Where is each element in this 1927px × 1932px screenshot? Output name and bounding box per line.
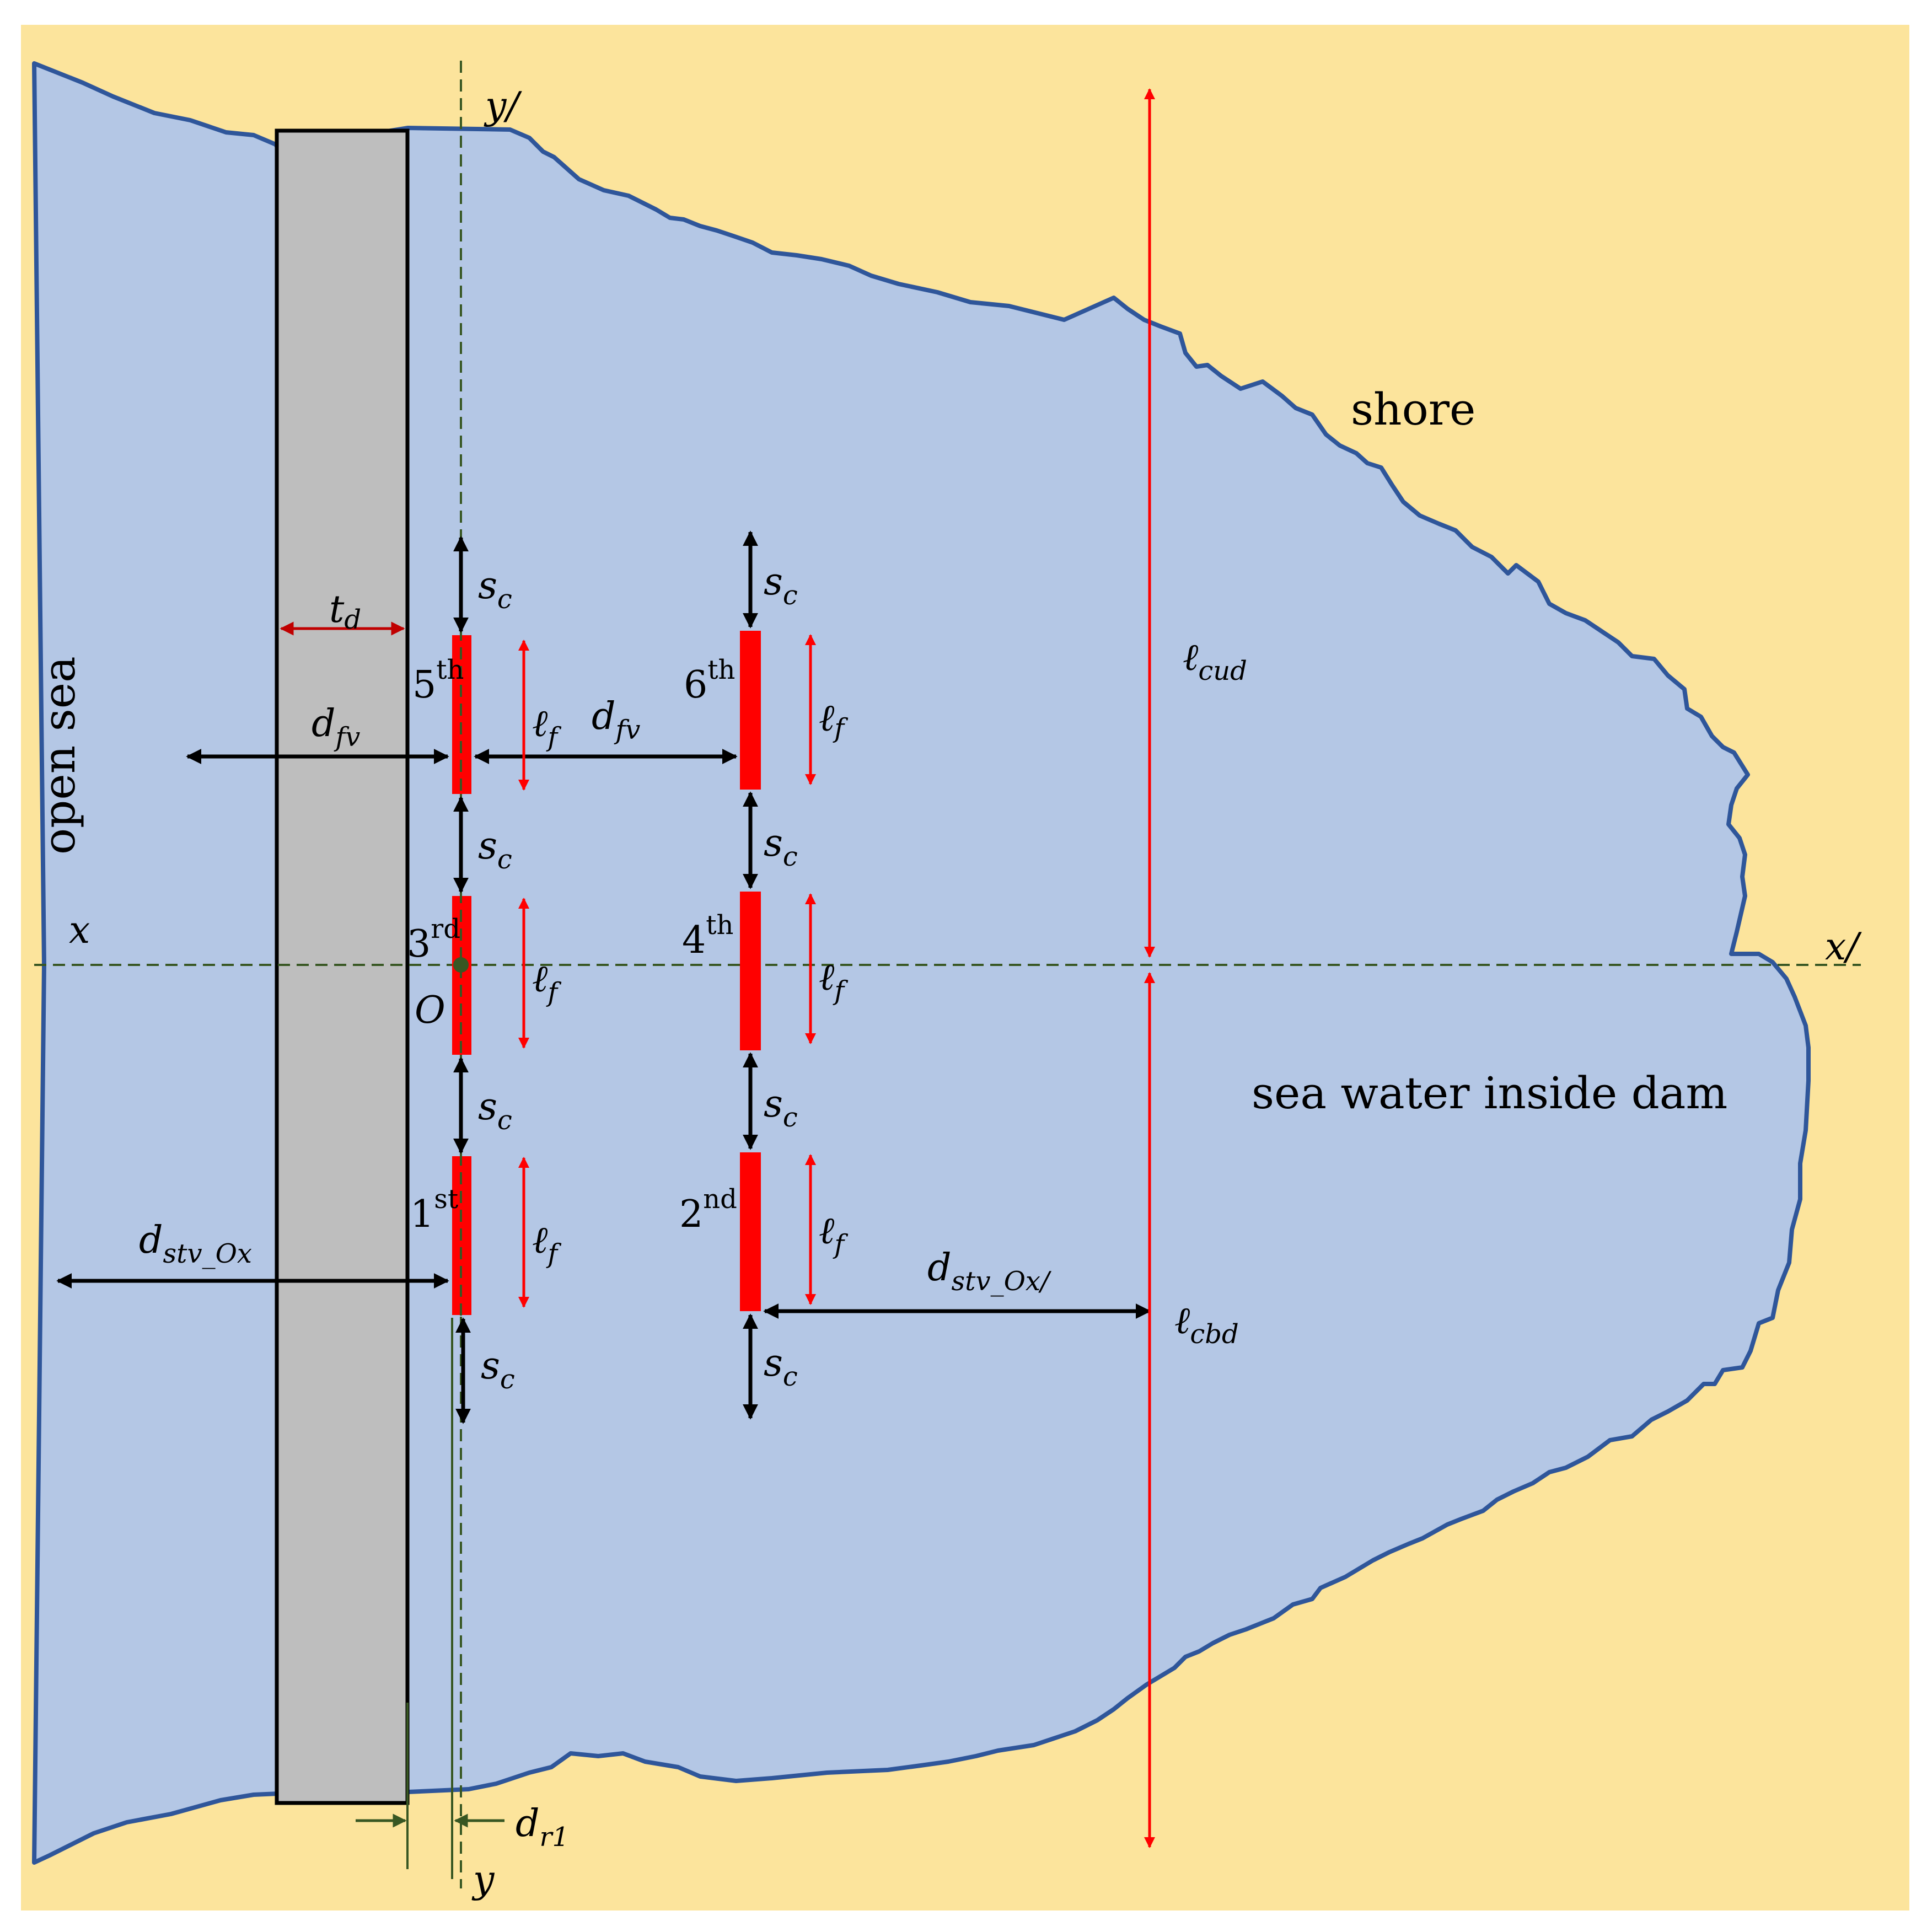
y-prime-axis-label: y/ — [484, 84, 522, 128]
x-axis-label: x — [69, 909, 90, 952]
dr1-label: dr1 — [516, 1802, 569, 1853]
float-4th-label: 4th — [682, 910, 733, 962]
sc-label-col2-bottom: sc — [764, 1341, 798, 1392]
sc-label-col1-bottom: sc — [481, 1344, 515, 1395]
sc-label-col1-top: sc — [478, 564, 512, 615]
sc-label-col2-top: sc — [764, 560, 798, 611]
sc-label-col2-lower: sc — [764, 1082, 798, 1133]
dam-wall — [275, 128, 410, 1805]
shore-label: shore — [1351, 384, 1475, 435]
x-prime-axis-label: x/ — [1825, 925, 1862, 969]
lcud-label: ℓcud — [1183, 636, 1247, 686]
float-3rd-label: 3rd — [407, 914, 460, 966]
td-label: td — [329, 588, 361, 635]
length-arrows — [518, 88, 1155, 1848]
y-axis-label: y — [471, 1858, 495, 1902]
float-4th — [740, 892, 761, 1050]
sc-label-col2-upper: sc — [764, 822, 798, 872]
sc-label-col1-lower: sc — [478, 1085, 512, 1136]
float-6th-label: 6th — [684, 654, 735, 707]
dfv-label-floats: dfv — [592, 695, 640, 745]
float-2nd — [740, 1152, 761, 1311]
float-2nd-label: 2nd — [679, 1184, 737, 1236]
dstv-ox-prime-label: dstv_Ox/ — [927, 1246, 1052, 1297]
sea-water-area — [32, 61, 1811, 1865]
sc-label-col1-upper: sc — [478, 824, 512, 875]
open-sea-label: open sea — [34, 656, 85, 855]
dr1-dimension — [356, 1318, 504, 1879]
dfv-label-dam: dfv — [312, 702, 360, 753]
float-6th — [740, 631, 761, 790]
origin-point-overlay — [453, 957, 469, 973]
origin-label: O — [415, 989, 445, 1032]
float-1st-label: 1st — [410, 1184, 458, 1236]
dstv-ox-label: dstv_Ox — [139, 1219, 252, 1269]
lcbd-label: ℓcbd — [1174, 1299, 1239, 1350]
float-5th-label: 5th — [412, 654, 464, 707]
sea-water-inside-dam-label: sea water inside dam — [1252, 1067, 1727, 1119]
